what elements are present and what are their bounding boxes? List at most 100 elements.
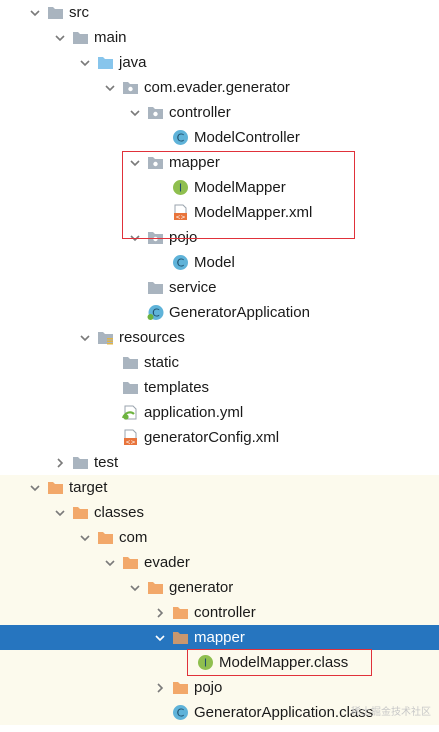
tree-row-test[interactable]: test — [0, 450, 439, 475]
tree-item-label: GeneratorApplication.class — [194, 704, 374, 721]
tree-indent-spacer — [102, 350, 118, 375]
tree-item-label: mapper — [169, 154, 220, 171]
tree-item-label: application.yml — [144, 404, 244, 421]
excluded-folder-icon — [147, 579, 164, 596]
chevron-down-icon[interactable] — [77, 525, 93, 550]
resources-folder-icon — [97, 329, 114, 346]
tree-item-label: static — [144, 354, 180, 371]
xml-file-icon: <> — [122, 429, 139, 446]
tree-row-src[interactable]: src — [0, 0, 439, 25]
tree-indent-spacer — [152, 200, 168, 225]
tree-row-mapper[interactable]: mapper — [0, 625, 439, 650]
chevron-down-icon[interactable] — [152, 625, 168, 650]
excluded-folder-icon — [122, 554, 139, 571]
tree-item-label: target — [69, 479, 108, 496]
tree-row-mapper[interactable]: mapper — [0, 150, 439, 175]
tree-row-controller[interactable]: controller — [0, 100, 439, 125]
tree-item-label: ModelMapper.xml — [194, 204, 313, 221]
tree-row-application-yml[interactable]: application.yml — [0, 400, 439, 425]
tree-item-label: ModelMapper.class — [219, 654, 349, 671]
svg-text:<>: <> — [175, 214, 185, 221]
tree-item-label: Model — [194, 254, 235, 271]
svg-text:C: C — [152, 307, 160, 320]
spring-class-icon: C — [147, 304, 164, 321]
tree-row-pojo[interactable]: pojo — [0, 675, 439, 700]
chevron-down-icon[interactable] — [77, 325, 93, 350]
tree-row-evader[interactable]: evader — [0, 550, 439, 575]
svg-text:<>: <> — [125, 439, 135, 446]
tree-indent-spacer — [152, 125, 168, 150]
tree-item-label: main — [94, 29, 127, 46]
tree-row-static[interactable]: static — [0, 350, 439, 375]
tree-item-label: evader — [144, 554, 190, 571]
tree-item-label: mapper — [194, 629, 245, 646]
yml-file-icon — [122, 404, 139, 421]
tree-row-templates[interactable]: templates — [0, 375, 439, 400]
interface-icon: I — [172, 179, 189, 196]
chevron-down-icon[interactable] — [27, 0, 43, 25]
tree-row-modelcontroller[interactable]: C ModelController — [0, 125, 439, 150]
excluded-folder-icon — [72, 504, 89, 521]
watermark: 稀土掘金技术社区 — [351, 707, 431, 718]
excluded-folder-icon — [97, 529, 114, 546]
chevron-right-icon[interactable] — [152, 600, 168, 625]
tree-row-service[interactable]: service — [0, 275, 439, 300]
tree-row-resources[interactable]: resources — [0, 325, 439, 350]
tree-row-java[interactable]: java — [0, 50, 439, 75]
svg-text:I: I — [179, 182, 182, 195]
chevron-down-icon[interactable] — [52, 25, 68, 50]
tree-item-label: com.evader.generator — [144, 79, 290, 96]
tree-row-pojo[interactable]: pojo — [0, 225, 439, 250]
folder-icon — [122, 354, 139, 371]
tree-item-label: pojo — [194, 679, 223, 696]
chevron-right-icon[interactable] — [152, 675, 168, 700]
tree-indent-spacer — [102, 375, 118, 400]
chevron-down-icon[interactable] — [52, 500, 68, 525]
tree-item-label: generatorConfig.xml — [144, 429, 280, 446]
tree-row-modelmapper-xml[interactable]: <> ModelMapper.xml — [0, 200, 439, 225]
folder-icon — [72, 454, 89, 471]
chevron-down-icon[interactable] — [102, 550, 118, 575]
excluded-folder-icon — [172, 629, 189, 646]
tree-indent-spacer — [127, 300, 143, 325]
chevron-down-icon[interactable] — [127, 100, 143, 125]
tree-indent-spacer — [102, 425, 118, 450]
tree-row-com[interactable]: com — [0, 525, 439, 550]
tree-row-generatorconfig-xml[interactable]: <> generatorConfig.xml — [0, 425, 439, 450]
tree-row-controller[interactable]: controller — [0, 600, 439, 625]
tree-item-label: ModelController — [194, 129, 300, 146]
tree-row-main[interactable]: main — [0, 25, 439, 50]
chevron-down-icon[interactable] — [127, 150, 143, 175]
tree-row-generator[interactable]: generator — [0, 575, 439, 600]
tree-row-classes[interactable]: classes — [0, 500, 439, 525]
tree-indent-spacer — [102, 400, 118, 425]
tree-row-com-evader-generator[interactable]: com.evader.generator — [0, 75, 439, 100]
chevron-down-icon[interactable] — [127, 575, 143, 600]
chevron-down-icon[interactable] — [77, 50, 93, 75]
folder-icon — [47, 4, 64, 21]
package-icon — [147, 154, 164, 171]
excluded-folder-icon — [172, 604, 189, 621]
tree-item-label: pojo — [169, 229, 198, 246]
svg-text:C: C — [177, 257, 185, 270]
tree-item-label: templates — [144, 379, 210, 396]
tree-item-label: service — [169, 279, 217, 296]
tree-item-label: controller — [194, 604, 256, 621]
folder-icon — [147, 279, 164, 296]
chevron-down-icon[interactable] — [27, 475, 43, 500]
excluded-folder-icon — [172, 679, 189, 696]
chevron-down-icon[interactable] — [127, 225, 143, 250]
tree-row-model[interactable]: C Model — [0, 250, 439, 275]
class-icon: C — [172, 254, 189, 271]
tree-item-label: resources — [119, 329, 185, 346]
tree-row-target[interactable]: target — [0, 475, 439, 500]
package-icon — [122, 79, 139, 96]
class-icon: C — [172, 129, 189, 146]
chevron-down-icon[interactable] — [102, 75, 118, 100]
chevron-right-icon[interactable] — [52, 450, 68, 475]
